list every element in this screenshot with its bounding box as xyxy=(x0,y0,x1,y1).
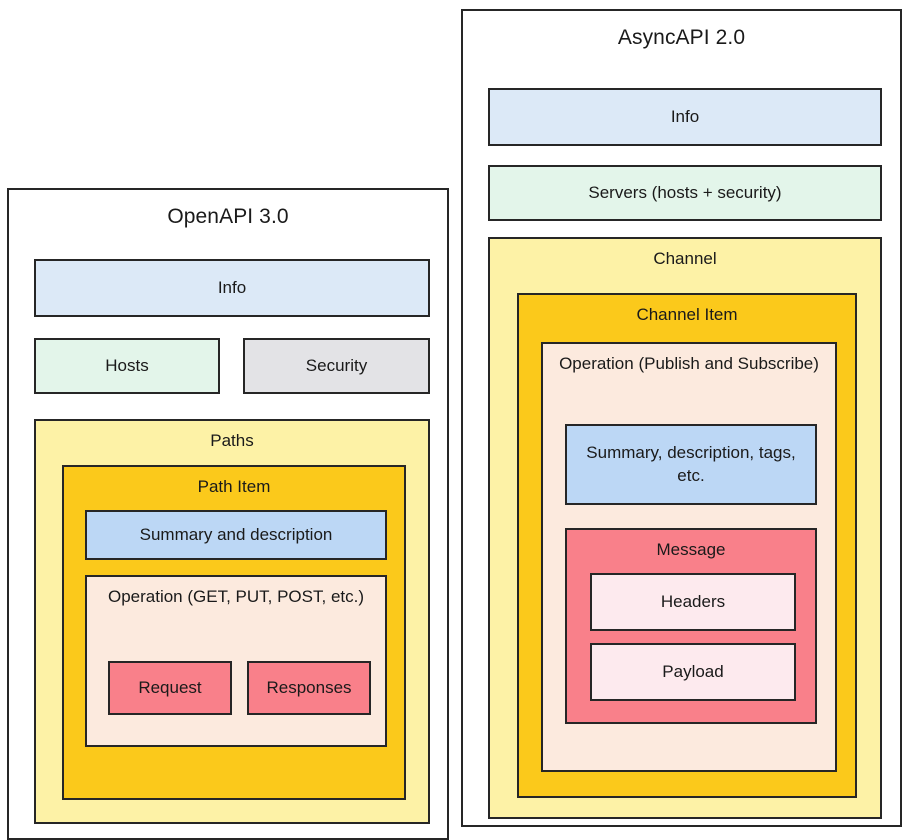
asyncapi-message-label: Message xyxy=(656,540,726,559)
openapi-panel-title: OpenAPI 3.0 xyxy=(167,205,289,228)
openapi-info-label: Info xyxy=(217,277,247,297)
openapi-hosts-label: Hosts xyxy=(105,355,149,375)
openapi-path-item-box: Path Item Summary and description Operat… xyxy=(62,465,406,800)
asyncapi-summary-box: Summary, description, tags, etc. xyxy=(565,424,817,505)
openapi-security-label: Security xyxy=(305,355,368,375)
asyncapi-info-label: Info xyxy=(670,106,700,126)
asyncapi-info-box: Info xyxy=(488,88,882,146)
asyncapi-payload-label: Payload xyxy=(662,661,724,681)
openapi-info-box: Info xyxy=(34,259,430,317)
asyncapi-channel-item-box: Channel Item Operation (Publish and Subs… xyxy=(517,293,857,798)
openapi-operation-label: Operation (GET, PUT, POST, etc.) xyxy=(107,587,365,606)
openapi-request-box: Request xyxy=(108,661,232,715)
asyncapi-payload-box: Payload xyxy=(590,643,796,701)
openapi-summary-box: Summary and description xyxy=(85,510,387,560)
asyncapi-channel-label: Channel xyxy=(653,249,717,268)
openapi-path-item-label: Path Item xyxy=(197,477,271,496)
asyncapi-headers-box: Headers xyxy=(590,573,796,631)
openapi-operation-box: Operation (GET, PUT, POST, etc.) Request… xyxy=(85,575,387,747)
openapi-security-box: Security xyxy=(243,338,430,394)
openapi-responses-label: Responses xyxy=(266,677,352,697)
asyncapi-panel: AsyncAPI 2.0 Info Servers (hosts + secur… xyxy=(461,9,902,827)
asyncapi-servers-box: Servers (hosts + security) xyxy=(488,165,882,221)
openapi-hosts-box: Hosts xyxy=(34,338,220,394)
asyncapi-channel-box: Channel Channel Item Operation (Publish … xyxy=(488,237,882,819)
asyncapi-channel-item-label: Channel Item xyxy=(636,305,738,324)
asyncapi-operation-label: Operation (Publish and Subscribe) xyxy=(559,354,819,373)
openapi-summary-label: Summary and description xyxy=(139,524,333,544)
openapi-paths-label: Paths xyxy=(210,431,254,450)
asyncapi-operation-box: Operation (Publish and Subscribe) Summar… xyxy=(541,342,837,772)
asyncapi-panel-title: AsyncAPI 2.0 xyxy=(617,26,746,49)
asyncapi-message-box: Message Headers Payload xyxy=(565,528,817,724)
openapi-paths-box: Paths Path Item Summary and description … xyxy=(34,419,430,824)
openapi-panel: OpenAPI 3.0 Info Hosts Security Paths Pa… xyxy=(7,188,449,840)
asyncapi-headers-label: Headers xyxy=(660,591,726,611)
asyncapi-summary-label: Summary, description, tags, etc. xyxy=(586,443,796,485)
openapi-request-label: Request xyxy=(138,677,202,697)
openapi-responses-box: Responses xyxy=(247,661,371,715)
asyncapi-servers-label: Servers (hosts + security) xyxy=(588,182,782,202)
